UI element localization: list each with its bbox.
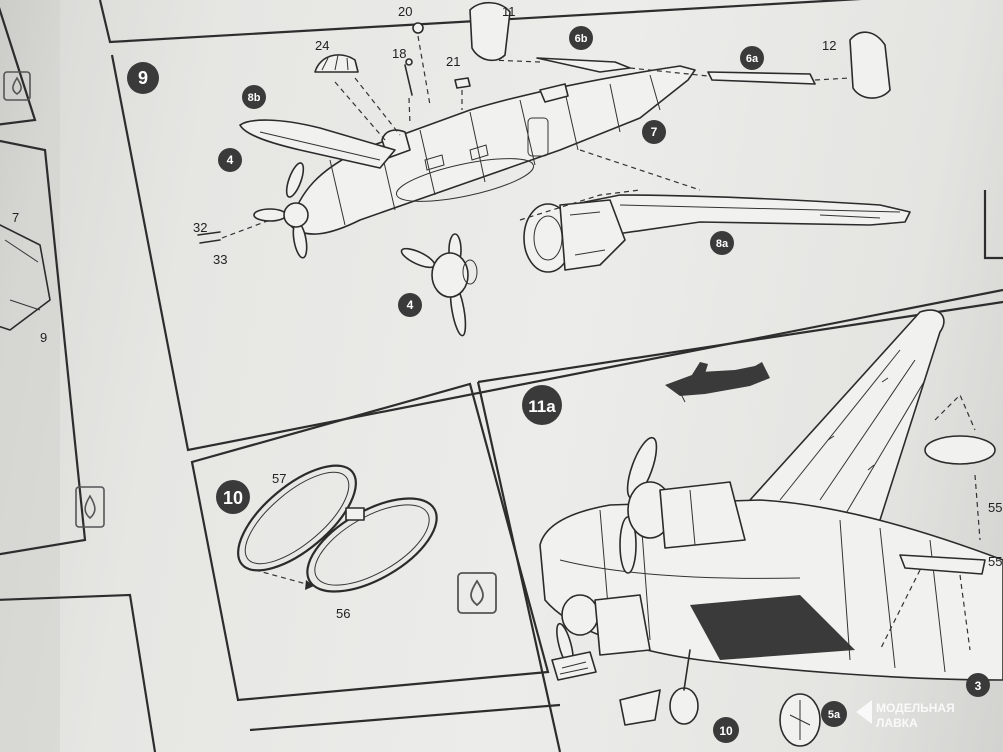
landing-gear [551,649,821,747]
tailplane-6a [707,71,816,85]
step-number: 11a [528,397,556,416]
left-page-frames [0,7,157,752]
part-21 [454,77,471,89]
paint-drop-icon [457,572,497,614]
loose-propeller [400,233,478,337]
part-20 [412,22,424,34]
part-number: 55 [988,554,1002,569]
drop-tank [924,435,996,465]
step-frames [98,0,1003,752]
svg-text:10: 10 [719,724,733,738]
svg-text:8a: 8a [716,238,729,250]
step-number: 10 [223,488,243,508]
part-number: 20 [398,4,412,19]
step-badge [127,62,159,94]
svg-text:6a: 6a [746,53,759,65]
part-number: 18 [392,46,406,61]
svg-text:МОДЕЛЬНАЯ: МОДЕЛЬНАЯ [876,701,955,715]
dark-panel [690,595,855,660]
part-number: 9 [40,330,47,345]
wing-8b [239,119,396,169]
tail-fin [749,309,945,541]
callout-badge: 5a [821,701,847,727]
part-number: 33 [213,252,227,267]
nose-propeller [253,162,309,259]
step-number: 9 [138,68,148,88]
engine-nacelle [523,199,626,273]
page-gutter [0,0,60,752]
callout-badge: 7 [642,120,666,144]
watermark-logo: МОДЕЛЬНАЯ ЛАВКА [856,700,955,730]
svg-text:8b: 8b [248,92,261,104]
callout-badge: 6a [740,46,764,70]
svg-text:5a: 5a [828,709,841,721]
part-number: 24 [315,38,329,53]
aircraft-silhouette [665,362,770,396]
paint-drop-icon [75,486,105,528]
part-number: 57 [272,471,286,486]
step-11a: 11a [522,309,1003,747]
part-number: 12 [822,38,836,53]
engine-propeller-lower [556,594,651,668]
left-page-wing-drawing: 7 9 [0,210,51,345]
callout-badge: 6b [569,26,593,50]
callout-badge: 10 [713,717,739,743]
fin-12 [849,31,891,99]
engine-propeller-upper [619,436,746,574]
parts-32-33 [197,231,221,244]
callout-badge: 4 [218,148,242,172]
part-56-clear-part [306,497,438,593]
part-number: 21 [446,54,460,69]
callout-badge: 8a [710,231,734,255]
tailplane-6b [536,57,631,73]
svg-text:3: 3 [975,679,982,693]
part-number: 11 [502,4,516,19]
part-number: 7 [12,210,19,225]
step-badge [522,385,562,425]
svg-text:4: 4 [407,298,414,312]
part-number: 32 [193,220,207,235]
svg-text:6b: 6b [575,33,588,45]
callout-badge: 8b [242,85,266,109]
callout-badge: 4 [398,293,422,317]
svg-text:4: 4 [227,153,234,167]
fin-11 [469,1,511,62]
step-10: 10 57 56 [216,464,497,621]
callout-badge: 3 [966,673,990,697]
svg-text:7: 7 [651,125,658,139]
step-9: 9 [127,1,911,337]
part-57-clear-ring [237,464,357,572]
paint-drop-icon [3,71,31,101]
part-18-antenna [404,64,413,96]
svg-text:ЛАВКА: ЛАВКА [876,716,918,730]
part-55 [899,554,986,575]
step-badge [216,480,250,514]
part-number: 56 [336,606,350,621]
part-number: 55 [988,500,1002,515]
